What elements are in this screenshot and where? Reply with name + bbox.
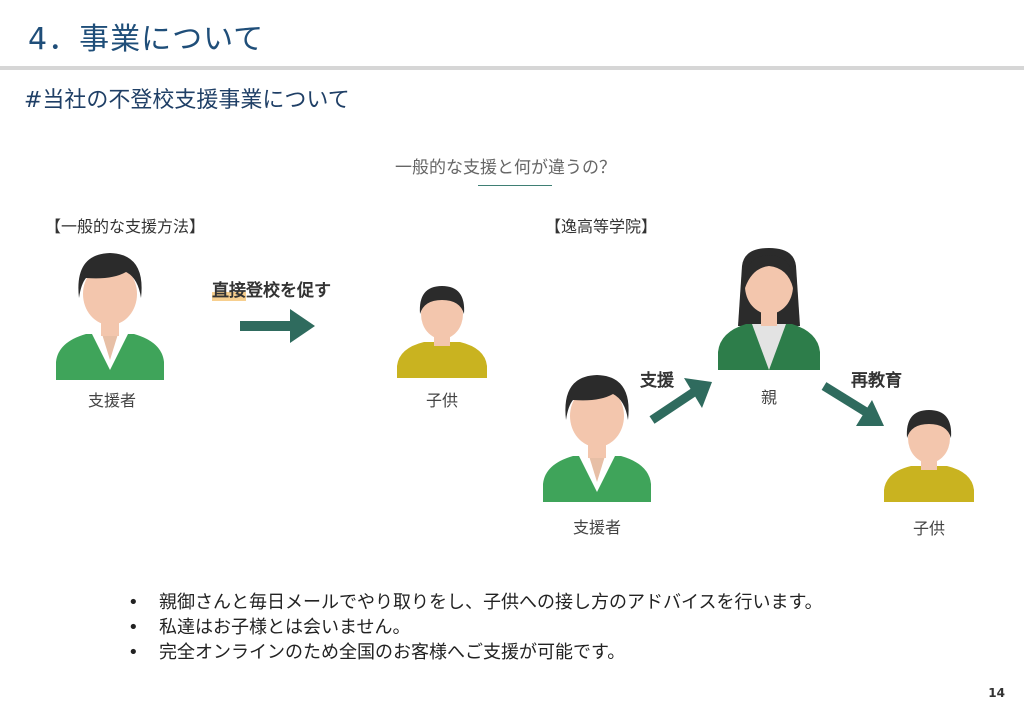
diagram-question: 一般的な支援と何が違うの？ xyxy=(395,158,616,178)
direct-rest: 登校を促す xyxy=(246,281,331,301)
supporter-icon xyxy=(56,253,164,380)
question-underline xyxy=(478,185,552,186)
bullet-item: 私達はお子様とは会いません。 xyxy=(128,615,823,640)
our-child-caption: 子供 xyxy=(912,519,945,538)
arrow-right-icon xyxy=(240,309,315,343)
child-icon xyxy=(884,410,974,502)
parent-icon xyxy=(718,248,820,370)
our-method-label: 【逸高等学院】 xyxy=(545,217,658,236)
bullet-item: 親御さんと毎日メールでやり取りをし、子供への接し方のアドバイスを行います。 xyxy=(128,590,823,615)
general-child-caption: 子供 xyxy=(425,391,458,410)
our-supporter-caption: 支援者 xyxy=(572,518,621,537)
slide-title: 4．事業について xyxy=(28,22,265,57)
page-number: 14 xyxy=(988,686,1005,700)
arrow-down-right-icon xyxy=(821,382,884,426)
bullet-list: 親御さんと毎日メールでやり取りをし、子供への接し方のアドバイスを行います。 私達… xyxy=(128,590,823,665)
bullet-item: 完全オンラインのため全国のお客様へご支援が可能です。 xyxy=(128,640,823,665)
slide-subtitle: #当社の不登校支援事業について xyxy=(24,88,350,113)
direct-highlight: 直接 xyxy=(212,281,246,301)
child-icon xyxy=(397,286,487,378)
supporter-icon xyxy=(543,375,651,502)
general-supporter-caption: 支援者 xyxy=(87,391,136,410)
direct-school-prompt-label: 直接登校を促す xyxy=(212,276,331,301)
parent-caption: 親 xyxy=(760,388,777,407)
arrow-up-right-icon xyxy=(649,378,712,424)
general-method-label: 【一般的な支援方法】 xyxy=(45,217,206,236)
reeducation-label: 再教育 xyxy=(851,371,902,391)
title-divider xyxy=(0,66,1024,70)
support-label: 支援 xyxy=(640,371,674,391)
